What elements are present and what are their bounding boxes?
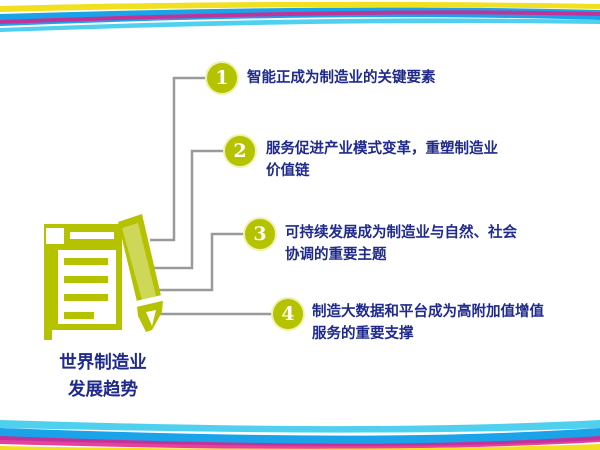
bottom-stripe-yellow	[0, 444, 600, 450]
item-4-line-2: 服务的重要支撑	[312, 326, 414, 342]
item-3-line-1: 可持续发展成为制造业与自然、社会	[285, 225, 517, 241]
item-2-line-1: 服务促进产业模式变革，重塑制造业	[266, 141, 498, 157]
item-number-4: 4	[273, 299, 303, 329]
item-number-1: 1	[207, 63, 237, 93]
item-text-3: 可持续发展成为制造业与自然、社会 协调的重要主题	[285, 222, 600, 266]
document-icon	[44, 224, 132, 340]
top-stripe-cyan	[0, 18, 600, 32]
connector-2	[150, 149, 240, 270]
item-number-2: 2	[225, 136, 255, 166]
item-number-3: 3	[245, 219, 275, 249]
title-line-2: 发展趋势	[68, 380, 138, 400]
bottom-stripe-cyan	[0, 420, 600, 433]
item-text-2: 服务促进产业模式变革，重塑制造业 价值链	[266, 138, 586, 182]
item-3-line-2: 协调的重要主题	[285, 247, 387, 263]
title-line-1: 世界制造业	[59, 353, 147, 373]
bottom-stripe-magenta	[0, 436, 600, 449]
diagram-title: 世界制造业 发展趋势	[38, 350, 168, 404]
top-stripe-yellow	[0, 1, 600, 12]
item-4-line-1: 制造大数据和平台成为高附加值增值	[312, 304, 544, 320]
connector-3	[150, 232, 260, 292]
connector-1	[150, 76, 222, 242]
item-1-line-1: 智能正成为制造业的关键要素	[247, 70, 436, 86]
item-text-4: 制造大数据和平台成为高附加值增值 服务的重要支撑	[312, 301, 600, 345]
item-2-line-2: 价值链	[266, 163, 310, 179]
pen-icon	[118, 214, 165, 332]
item-text-1: 智能正成为制造业的关键要素	[247, 67, 567, 89]
top-stripe-magenta	[0, 10, 600, 24]
